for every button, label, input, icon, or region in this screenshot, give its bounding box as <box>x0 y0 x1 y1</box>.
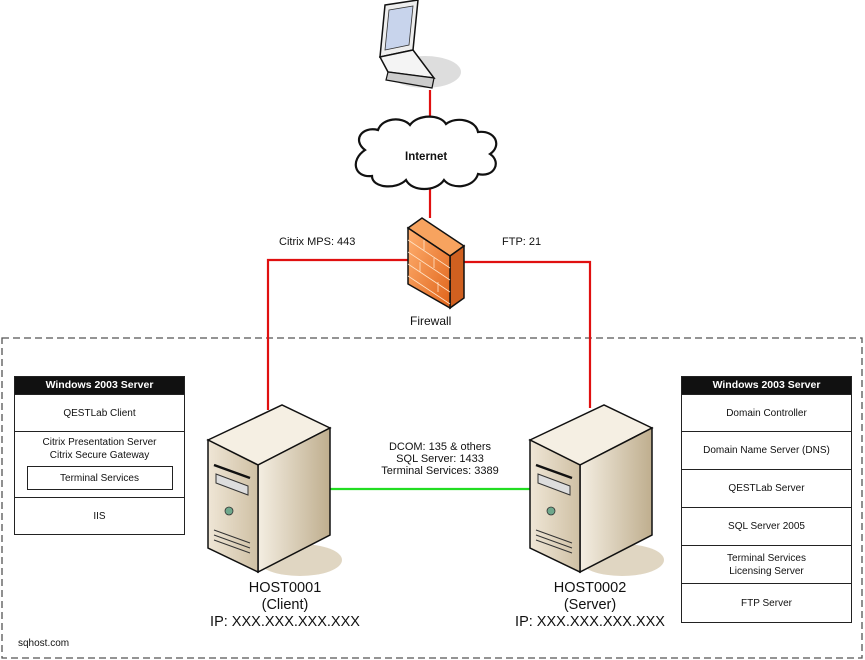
dcom-port: DCOM: 135 & others <box>388 441 492 453</box>
service-row: QESTLab Server <box>682 469 851 507</box>
server-tower-icon-host2 <box>528 404 664 576</box>
lan-boundary <box>1 337 863 659</box>
terminal-services-sub-box: Terminal Services <box>26 466 173 490</box>
service-row-ts-licensing: Terminal Services Licensing Server <box>682 545 851 583</box>
footer-site: sqhost.com <box>18 638 70 649</box>
box-title: Windows 2003 Server <box>15 377 184 394</box>
host-ip: IP: XXX.XXX.XXX.XXX <box>515 614 665 630</box>
server-tower-icon-host1 <box>206 404 342 576</box>
service-row: QESTLab Client <box>15 394 184 431</box>
laptop-icon <box>378 0 461 89</box>
wan-links <box>266 90 592 410</box>
client-services-box: Windows 2003 Server QESTLab Client Citri… <box>14 376 185 535</box>
ts-port: Terminal Services: 3389 <box>381 465 499 477</box>
service-text: Terminal Services <box>727 552 806 564</box>
host-name: HOST0002 <box>553 580 627 596</box>
firewall-host2-link <box>462 260 592 408</box>
host-role: (Client) <box>261 597 309 613</box>
service-row: Domain Controller <box>682 394 851 431</box>
ftp-port-label: FTP: 21 <box>502 236 542 248</box>
host-ip: IP: XXX.XXX.XXX.XXX <box>210 614 360 630</box>
service-text: Citrix Secure Gateway <box>49 450 150 461</box>
service-text: Licensing Server <box>729 565 804 577</box>
service-text: Citrix Presentation Server <box>42 437 157 448</box>
service-row: Domain Name Server (DNS) <box>682 431 851 469</box>
firewall-label: Firewall <box>410 314 452 328</box>
service-row-citrix: Citrix Presentation Server Citrix Secure… <box>15 431 184 497</box>
server-services-box: Windows 2003 Server Domain Controller Do… <box>681 376 852 623</box>
firewall-icon <box>406 217 466 310</box>
citrix-port-label: Citrix MPS: 443 <box>279 236 356 248</box>
service-row: IIS <box>15 497 184 534</box>
sql-port: SQL Server: 1433 <box>396 453 484 465</box>
host2-label: HOST0002 (Server) IP: XXX.XXX.XXX.XXX <box>495 580 685 631</box>
box-title: Windows 2003 Server <box>682 377 851 394</box>
host-role: (Server) <box>563 597 617 613</box>
service-row: SQL Server 2005 <box>682 507 851 545</box>
firewall-host1-link <box>266 258 408 410</box>
host1-label: HOST0001 (Client) IP: XXX.XXX.XXX.XXX <box>190 580 380 631</box>
cloud-icon <box>354 115 498 191</box>
service-row: FTP Server <box>682 583 851 622</box>
host-name: HOST0001 <box>248 580 322 596</box>
internet-label: Internet <box>405 151 448 163</box>
lan-ports-label: DCOM: 135 & others SQL Server: 1433 Term… <box>355 441 525 477</box>
